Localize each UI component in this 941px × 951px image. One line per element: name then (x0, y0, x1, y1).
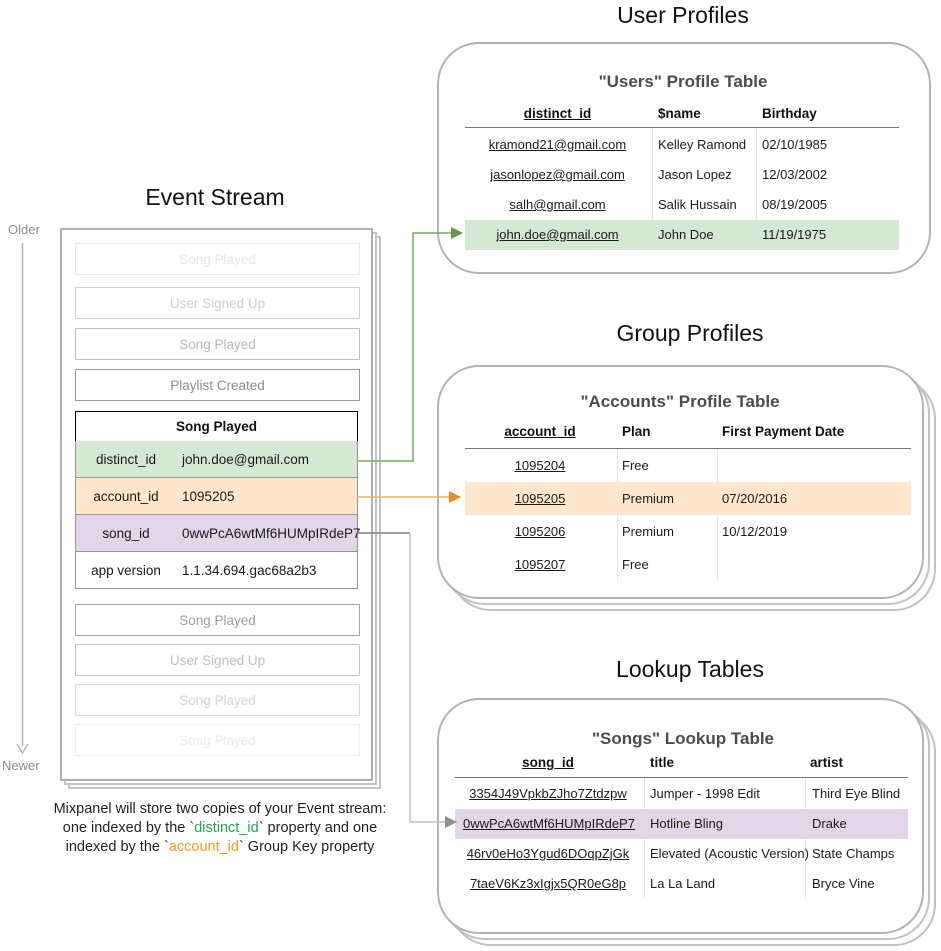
older-label: Older (8, 222, 40, 237)
users-header-rule (465, 127, 899, 128)
event-row: Song Played (75, 243, 360, 275)
user-profiles-title: User Profiles (617, 2, 749, 28)
users-col-distinct-id: distinct_id (523, 106, 592, 121)
event-row: User Signed Up (75, 644, 360, 676)
event-stream-title: Event Stream (145, 184, 285, 210)
users-cell-name: Salik Hussain (658, 197, 737, 212)
timeline-arrow (16, 243, 29, 755)
event-row: Song Played (75, 684, 360, 716)
songs-col-song-id: song_id (522, 755, 574, 770)
songs-cell-artist: Bryce Vine (812, 876, 875, 891)
event-card-row-distinct-id: distinct_id john.doe@gmail.com (75, 441, 358, 478)
event-row: User Signed Up (75, 287, 360, 319)
caption-line2-pre: one indexed by the ` (62, 820, 195, 836)
accounts-column-divider (717, 449, 718, 581)
users-cell-name: Kelley Ramond (658, 137, 747, 152)
event-card-key: app version (91, 562, 161, 578)
event-card-value: 1095205 (182, 488, 235, 504)
caption-line3-post: ` Group Key property (238, 839, 375, 855)
accounts-col-first-payment-date: First Payment Date (722, 424, 845, 439)
accounts-highlight-row (465, 482, 911, 515)
songs-cell-title: Hotline Bling (650, 816, 723, 831)
users-cell-name: Jason Lopez (658, 167, 732, 182)
event-card-value: 0wwPcA6wtMf6HUMpIRdeP7 (182, 525, 361, 541)
stream-caption: Mixpanel will store two copies of your E… (20, 800, 420, 857)
songs-cell-title: Elevated (Acoustic Version) (650, 846, 809, 861)
songs-cell-artist: Third Eye Blind (812, 786, 901, 801)
event-card-key: distinct_id (95, 451, 157, 467)
event-card-row-song-id: song_id 0wwPcA6wtMf6HUMpIRdeP7 (75, 515, 361, 552)
accounts-cell-plan: Premium (622, 524, 675, 539)
accounts-cell-account-id: 1095206 (514, 524, 566, 539)
group-profiles-title: Group Profiles (616, 320, 764, 346)
accounts-cell-account-id: 1095204 (514, 458, 566, 473)
songs-cell-song-id: 3354J49VpkbZJho7Ztdzpw (469, 786, 627, 801)
caption-line3-pre: indexed by the ` (65, 839, 169, 855)
songs-cell-song-id: 7taeV6Kz3xIgjx5QR0eG8p (469, 876, 627, 891)
event-card-key: song_id (102, 525, 150, 541)
accounts-column-divider (617, 449, 618, 581)
event-row: Playlist Created (75, 369, 360, 401)
caption-line2-post: ` property and one (258, 820, 378, 836)
songs-cell-song-id: 0wwPcA6wtMf6HUMpIRdeP7 (463, 816, 635, 831)
caption-line1: Mixpanel will store two copies of your E… (53, 801, 387, 817)
event-row: Song Played (75, 328, 360, 360)
users-cell-distinct-id: kramond21@gmail.com (488, 137, 627, 152)
songs-col-title: title (650, 755, 675, 770)
users-cell-distinct-id: john.doe@gmail.com (496, 227, 619, 242)
accounts-cell-first-payment-date: 07/20/2016 (722, 491, 788, 506)
event-card-value: john.doe@gmail.com (182, 451, 310, 467)
songs-cell-title: La La Land (650, 876, 716, 891)
accounts-cell-plan: Free (622, 458, 649, 473)
users-col-name: $name (658, 106, 701, 121)
event-card-title: Song Played (75, 411, 358, 442)
event-card-row-account-id: account_id 1095205 (75, 478, 358, 515)
accounts-col-account-id: account_id (504, 424, 576, 439)
accounts-cell-first-payment-date: 10/12/2019 (722, 524, 788, 539)
accounts-cell-plan: Premium (622, 491, 675, 506)
event-card-value: 1.1.34.694.gac68a2b3 (182, 562, 317, 578)
event-card-key: account_id (93, 488, 159, 504)
users-table-title: "Users" Profile Table (598, 72, 768, 91)
accounts-cell-account-id: 1095207 (514, 557, 566, 572)
songs-cell-song-id: 46rv0eHo3Ygud6DOqpZjGk (466, 846, 630, 861)
users-cell-distinct-id: salh@gmail.com (509, 197, 606, 212)
users-cell-birthday: 08/19/2005 (762, 197, 828, 212)
songs-cell-title: Jumper - 1998 Edit (650, 786, 760, 801)
accounts-col-plan: Plan (622, 424, 651, 439)
users-column-divider (652, 128, 653, 250)
users-column-divider (756, 128, 757, 250)
lookup-tables-title: Lookup Tables (616, 656, 764, 682)
users-cell-birthday: 02/10/1985 (762, 137, 828, 152)
event-row: Song Played (75, 604, 360, 636)
accounts-header-rule (465, 448, 911, 449)
accounts-cell-plan: Free (622, 557, 649, 572)
accounts-cell-account-id: 1095205 (514, 491, 566, 506)
songs-table-title: "Songs" Lookup Table (591, 729, 775, 748)
newer-label: Newer (2, 758, 40, 773)
users-cell-distinct-id: jasonlopez@gmail.com (490, 167, 625, 182)
users-cell-birthday: 11/19/1975 (762, 227, 827, 242)
songs-header-rule (455, 777, 908, 778)
songs-cell-artist: State Champs (812, 846, 895, 861)
users-highlight-row (465, 220, 899, 250)
event-row: Song Played (75, 724, 360, 756)
songs-cell-artist: Drake (812, 816, 847, 831)
caption-account-id: account_id (168, 839, 239, 855)
songs-col-artist: artist (810, 755, 844, 770)
caption-distinct-id: distinct_id (194, 820, 259, 836)
accounts-table-title: "Accounts" Profile Table (580, 392, 780, 411)
users-col-birthday: Birthday (762, 106, 817, 121)
users-cell-birthday: 12/03/2002 (762, 167, 828, 182)
event-card-row-app-version: app version 1.1.34.694.gac68a2b3 (75, 552, 358, 589)
users-cell-name: John Doe (658, 227, 714, 242)
songs-highlight-row (455, 809, 908, 839)
